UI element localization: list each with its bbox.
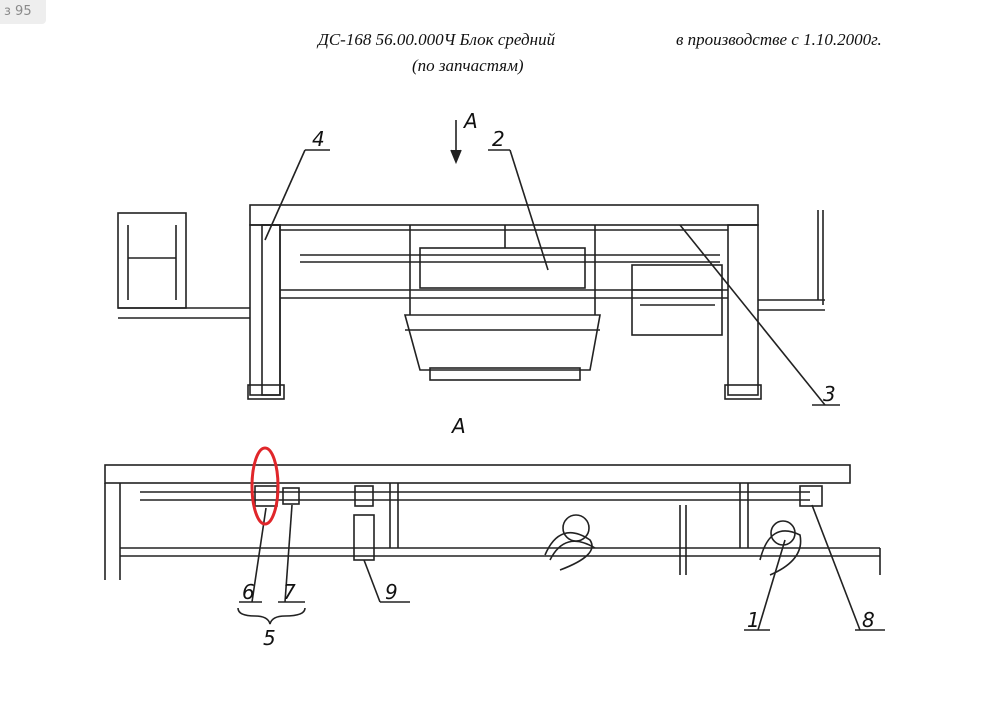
top-frame-beam [249, 204, 759, 226]
callout-2: 2 [492, 127, 505, 151]
right-column [727, 224, 759, 396]
callout-7: 7 [283, 580, 296, 604]
view-arrow-label: А [462, 109, 478, 133]
callout-4: 4 [312, 127, 325, 151]
side-frame-beam [104, 464, 851, 484]
valve-6 [254, 485, 278, 507]
callout-1: 1 [747, 608, 760, 632]
callout-5: 5 [263, 626, 276, 650]
left-column [249, 224, 281, 396]
callout-3: 3 [823, 382, 836, 406]
view-a-title: А [450, 414, 466, 438]
callout-9: 9 [385, 580, 398, 604]
page-indicator: з 95 [0, 0, 46, 24]
fitting-8 [799, 485, 823, 507]
right-column-foot [724, 384, 762, 400]
lower-hopper [403, 314, 601, 371]
hose-reel-1 [770, 520, 796, 546]
right-unit [631, 264, 723, 336]
production-note: в производстве с 1.10.2000г. [676, 30, 882, 49]
coupling-7 [282, 487, 300, 505]
document-title: ДС-168 56.00.000Ч Блок средний [318, 30, 556, 49]
left-column-inner [261, 224, 281, 396]
document-subtitle: (по запчастям) [412, 56, 524, 75]
left-column-foot [247, 384, 285, 400]
callout-8: 8 [862, 608, 875, 632]
screen-tray [419, 247, 586, 289]
callout-6: 6 [242, 580, 255, 604]
highlight-circle [250, 446, 280, 526]
part-9-bracket [353, 514, 375, 561]
